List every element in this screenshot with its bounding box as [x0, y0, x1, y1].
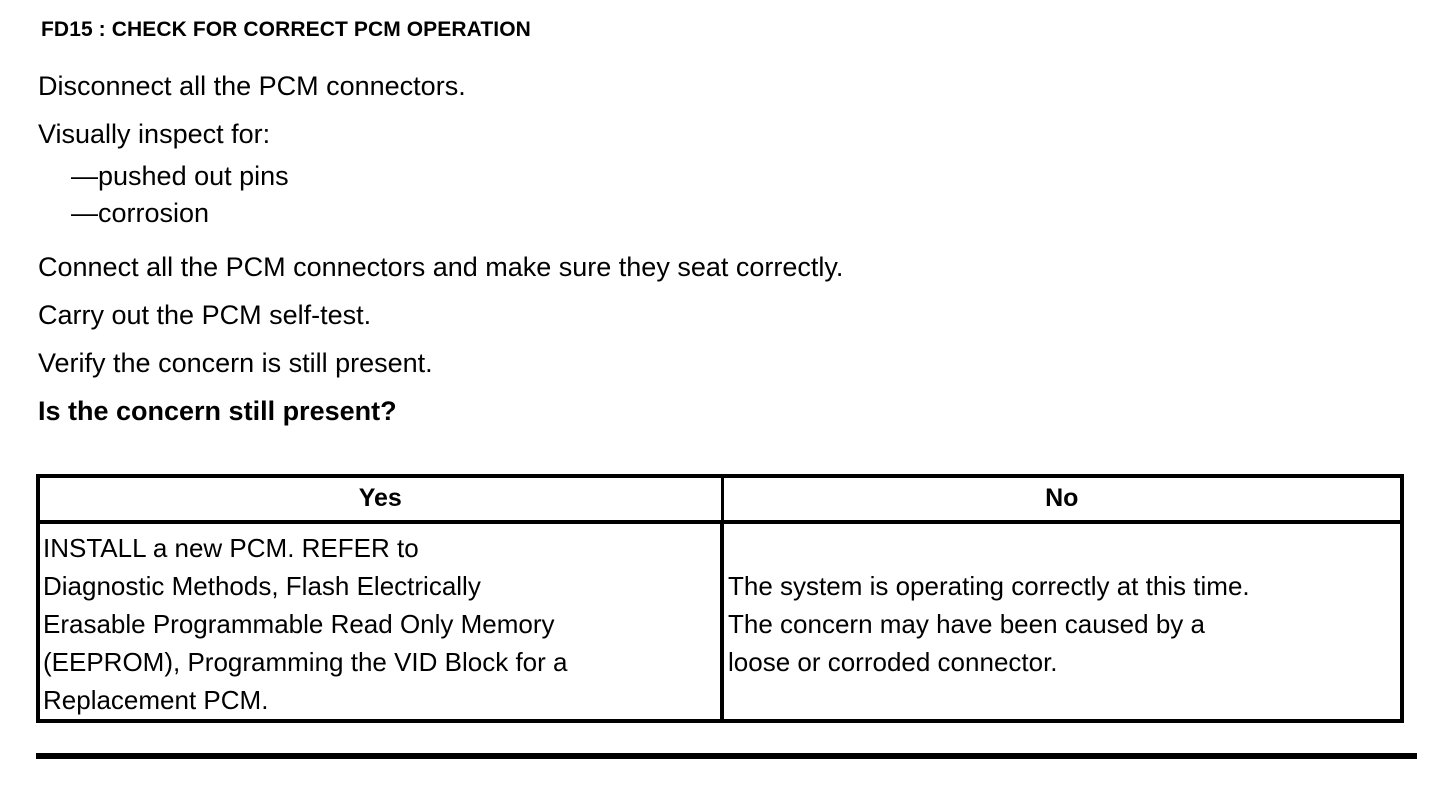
cell-text-line: Replacement PCM.: [43, 685, 269, 715]
procedure-steps: Disconnect all the PCM connectors. Visua…: [38, 62, 1418, 435]
step-line: Disconnect all the PCM connectors.: [38, 71, 466, 101]
step-line: Verify the concern is still present.: [38, 348, 433, 378]
cell-yes-action: INSTALL a new PCM. REFER to Diagnostic M…: [40, 522, 724, 719]
column-header-yes: Yes: [40, 478, 724, 524]
cell-text-line: (EEPROM), Programming the VID Block for …: [43, 647, 568, 677]
cell-text-line: The concern may have been caused by a: [728, 609, 1205, 639]
list-item: —corrosion: [71, 198, 210, 228]
page-title: FD15 : CHECK FOR CORRECT PCM OPERATION: [41, 18, 531, 41]
cell-text-line: INSTALL a new PCM. REFER to: [43, 533, 419, 563]
table-header-row: Yes No: [40, 478, 1400, 524]
cell-no-action: The system is operating correctly at thi…: [722, 522, 1400, 719]
inspect-item-list: —pushed out pins —corrosion: [38, 158, 1418, 232]
cell-text-line: The system is operating correctly at thi…: [728, 571, 1250, 601]
result-table: Yes No INSTALL a new PCM. REFER to Diagn…: [36, 474, 1404, 723]
step-line: Visually inspect for:: [38, 119, 271, 149]
cell-text-line: Diagnostic Methods, Flash Electrically: [43, 571, 481, 601]
step-question: Is the concern still present?: [38, 396, 397, 426]
step-line: Carry out the PCM self-test.: [38, 300, 372, 330]
column-header-no: No: [722, 478, 1400, 524]
cell-text-line: Erasable Programmable Read Only Memory: [43, 609, 555, 639]
footer-divider: [36, 753, 1417, 759]
spacer: [38, 232, 1418, 243]
table-row: INSTALL a new PCM. REFER to Diagnostic M…: [40, 522, 1400, 719]
step-line: Connect all the PCM connectors and make …: [38, 252, 844, 282]
list-item: —pushed out pins: [71, 161, 289, 191]
cell-text-line: loose or corroded connector.: [728, 647, 1058, 677]
